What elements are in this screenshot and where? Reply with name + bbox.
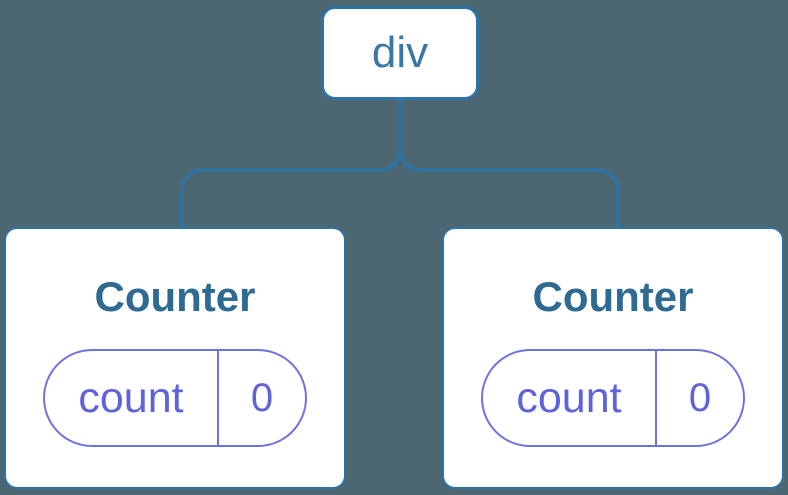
state-pill: count 0 xyxy=(481,349,745,447)
counter-title: Counter xyxy=(532,273,694,320)
counter-title: Counter xyxy=(94,273,256,320)
root-node-div: div xyxy=(321,6,479,100)
state-pill: count 0 xyxy=(43,349,307,447)
counter-node-left: Counter count 0 xyxy=(4,227,346,489)
state-name: count xyxy=(78,373,184,422)
branch-right-path xyxy=(398,146,620,230)
state-value: 0 xyxy=(655,351,743,445)
root-node-label: div xyxy=(371,28,429,77)
state-name: count xyxy=(516,373,622,422)
counter-node-right: Counter count 0 xyxy=(442,227,784,489)
state-value: 0 xyxy=(217,351,305,445)
branch-left-path xyxy=(180,97,402,230)
